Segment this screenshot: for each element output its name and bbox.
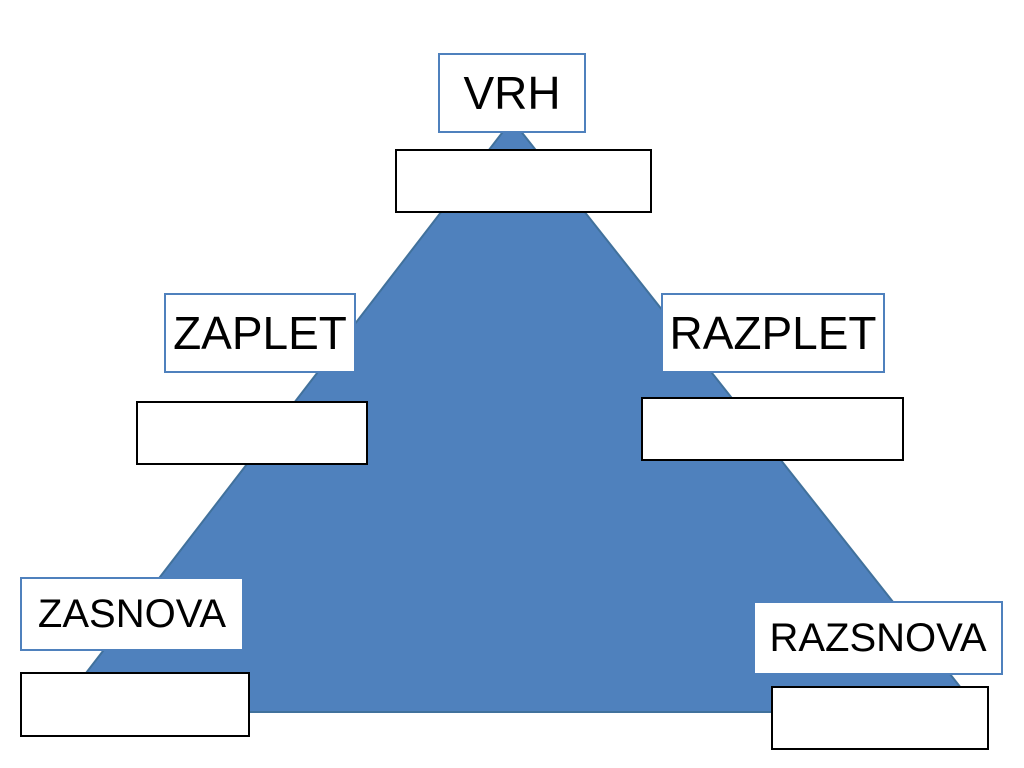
answer-box-zaplet[interactable] — [136, 401, 368, 465]
label-zaplet: ZAPLET — [164, 293, 356, 373]
label-razsnova: RAZSNOVA — [753, 601, 1003, 675]
answer-box-vrh[interactable] — [395, 149, 652, 213]
label-vrh: VRH — [438, 53, 586, 133]
answer-box-razsnova[interactable] — [771, 686, 989, 750]
label-zasnova: ZASNOVA — [20, 577, 244, 651]
label-razplet: RAZPLET — [661, 293, 885, 373]
answer-box-razplet[interactable] — [641, 397, 904, 461]
answer-box-zasnova[interactable] — [20, 672, 250, 737]
